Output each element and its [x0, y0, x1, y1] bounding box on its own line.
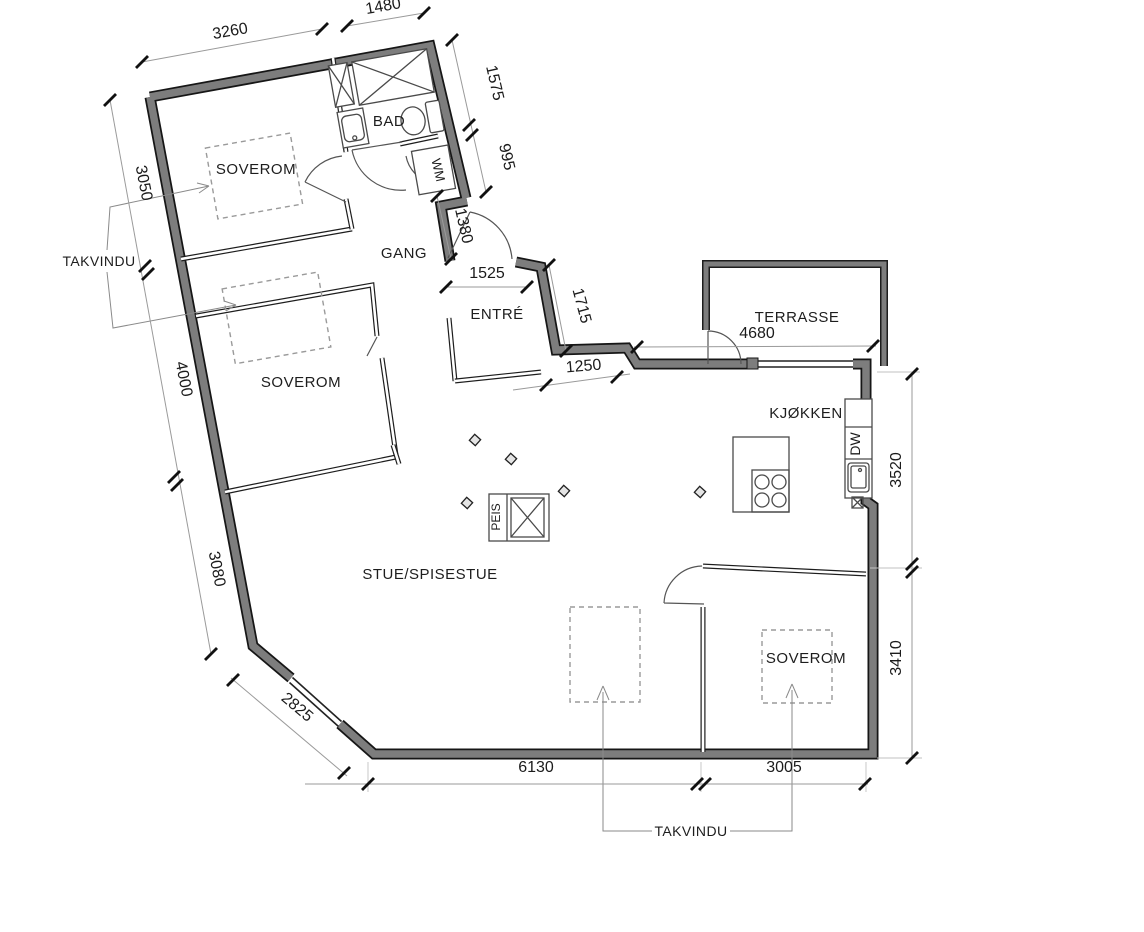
room-label-stue-spisestue: STUE/SPISESTUE [362, 566, 497, 583]
dimension-bad-right: 1575 [482, 64, 507, 103]
dimension-right-lower: 3410 [888, 640, 905, 676]
dimension-bottom-right: 3005 [766, 759, 802, 776]
skylight-label-left: TAKVINDU [63, 253, 136, 269]
dimension-right-upper: 3520 [888, 452, 905, 488]
room-label-soverom-1: SOVEROM [216, 161, 296, 178]
room-label-soverom-3: SOVEROM [766, 650, 846, 667]
dimension-kjokken-terrasse-width: 4680 [739, 325, 775, 342]
room-label-soverom-2: SOVEROM [261, 374, 341, 391]
diagonal-window [288, 676, 343, 728]
terrasse-walls [702, 260, 888, 366]
skylight-label-bottom: TAKVINDU [655, 823, 728, 839]
room-label-terrasse: TERRASSE [755, 309, 840, 326]
door-bad [351, 141, 407, 191]
fireplace-icon [488, 493, 550, 542]
dimension-entre-right: 1715 [569, 286, 595, 325]
annotation-labels: TAKVINDU TAKVINDU [63, 253, 728, 839]
dimension-lines [109, 12, 922, 792]
terrasse-sliding-door [746, 357, 853, 370]
dimension-entre-width: 1525 [469, 265, 505, 282]
dimension-bottom-left: 6130 [518, 759, 554, 776]
door-soverom3 [663, 565, 705, 605]
room-label-bad: BAD [373, 113, 405, 130]
skylight-leaders [106, 182, 799, 832]
bathroom-sink-icon [336, 107, 370, 149]
dimension-left-lower: 3080 [205, 550, 228, 588]
fixture-labels: WM DW PEIS [428, 157, 863, 531]
dimension-bad-top: 1480 [364, 0, 402, 18]
room-label-gang: GANG [381, 245, 427, 262]
skylight-markers [204, 132, 833, 704]
door-soverom2-leaf [366, 336, 378, 357]
kitchen-counter-icon [844, 398, 873, 509]
dimension-entre-bottom: 1250 [565, 356, 602, 376]
room-label-kjokken: KJØKKEN [769, 405, 843, 422]
dimension-wm-right: 995 [495, 142, 518, 172]
dimension-top-wall: 3260 [211, 20, 249, 43]
washing-machine-icon [410, 144, 457, 196]
door-terrasse [707, 330, 742, 365]
fixture-label-dw: DW [847, 432, 863, 456]
dimension-left-upper: 3050 [132, 164, 155, 202]
door-soverom1 [304, 155, 347, 203]
dimension-window-diagonal: 2825 [278, 690, 316, 726]
room-labels: SOVEROM SOVEROM SOVEROM BAD GANG ENTRÉ T… [216, 113, 846, 667]
fixture-label-peis: PEIS [489, 503, 503, 530]
dimension-ticks [103, 6, 919, 791]
shower-icon [351, 47, 435, 107]
exterior-walls [144, 39, 879, 760]
toilet-icon [400, 99, 445, 136]
kitchen-island-icon [732, 436, 790, 513]
door-entre [447, 211, 513, 260]
structural-posts [460, 433, 707, 510]
dimension-left-middle: 4000 [172, 360, 195, 398]
room-label-entre: ENTRÉ [470, 306, 523, 323]
cabinet-icon [327, 61, 356, 109]
fixture-label-wm: WM [428, 157, 448, 183]
